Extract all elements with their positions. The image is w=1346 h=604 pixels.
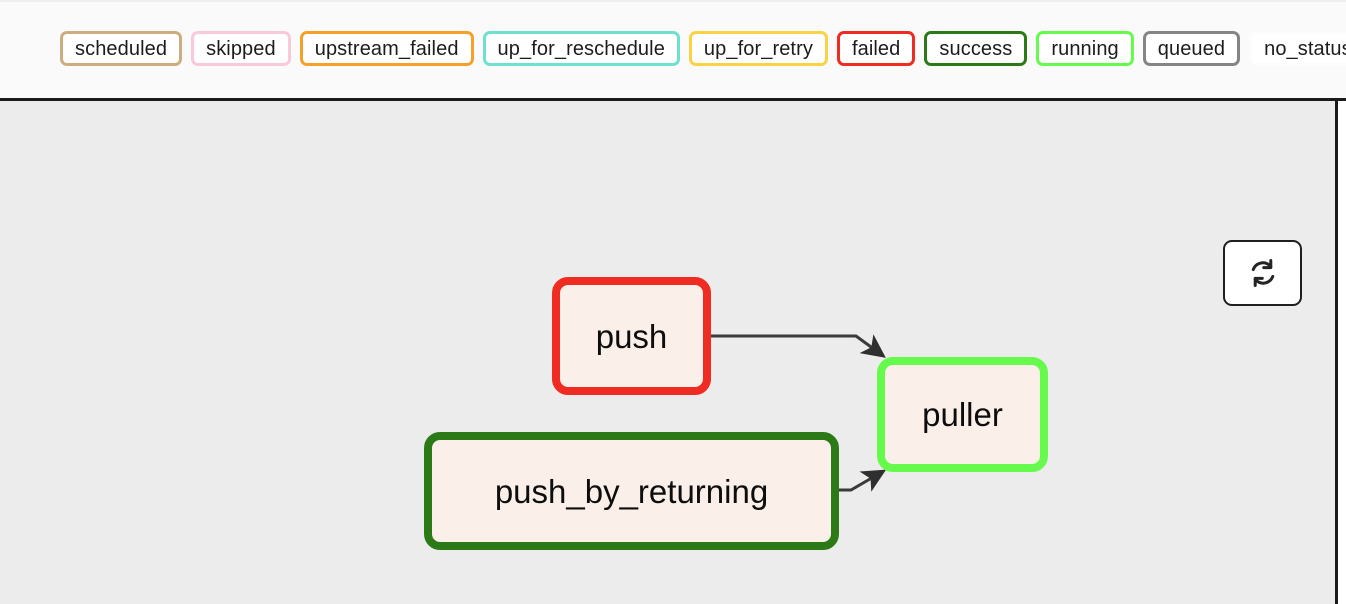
graph-edge-push-to-puller <box>711 334 886 358</box>
legend-pill-up_for_reschedule[interactable]: up_for_reschedule <box>482 31 680 66</box>
refresh-sync-icon <box>1246 256 1280 290</box>
task-node-label: puller <box>922 396 1003 433</box>
legend-pill-success[interactable]: success <box>924 31 1028 66</box>
legend-pill-label: success <box>939 37 1013 60</box>
task-node-puller[interactable]: puller <box>877 357 1048 472</box>
legend-pill-label: up_for_retry <box>703 37 813 60</box>
graph-edge-push_by_returning-to-puller <box>839 469 887 492</box>
legend-pill-skipped[interactable]: skipped <box>191 31 291 66</box>
legend-pill-failed[interactable]: failed <box>836 31 916 66</box>
status-legend-list: scheduled skipped upstream_failed up_for_re… <box>0 2 1346 95</box>
legend-pill-up_for_retry[interactable]: up_for_retry <box>688 31 828 66</box>
legend-pill-label: skipped <box>206 37 276 60</box>
legend-pill-upstream_failed[interactable]: upstream_failed <box>299 31 474 66</box>
legend-pill-label: up_for_reschedule <box>497 37 665 60</box>
legend-pill-label: failed <box>851 37 901 60</box>
legend-pill-scheduled[interactable]: scheduled <box>60 31 183 66</box>
legend-pill-label: queued <box>1157 37 1226 60</box>
legend-pill-label: upstream_failed <box>314 37 459 60</box>
refresh-button[interactable] <box>1223 240 1302 306</box>
task-node-push_by_returning[interactable]: push_by_returning <box>424 432 839 550</box>
task-node-push[interactable]: push <box>552 277 711 395</box>
legend-pill-running[interactable]: running <box>1036 31 1134 66</box>
task-node-label: push_by_returning <box>494 472 769 510</box>
legend-pill-label: scheduled <box>75 37 168 60</box>
status-legend-bar: scheduled skipped upstream_failed up_for_re… <box>0 0 1346 101</box>
legend-pill-no_status[interactable]: no_status <box>1249 31 1346 66</box>
task-node-label: push <box>595 317 668 355</box>
graph-edges-layer <box>711 334 887 492</box>
dag-graph-canvas[interactable]: push push_by_returning puller <box>0 101 1338 604</box>
legend-pill-label: running <box>1051 37 1119 60</box>
legend-pill-label: no_status <box>1264 37 1346 60</box>
legend-pill-queued[interactable]: queued <box>1142 31 1241 66</box>
